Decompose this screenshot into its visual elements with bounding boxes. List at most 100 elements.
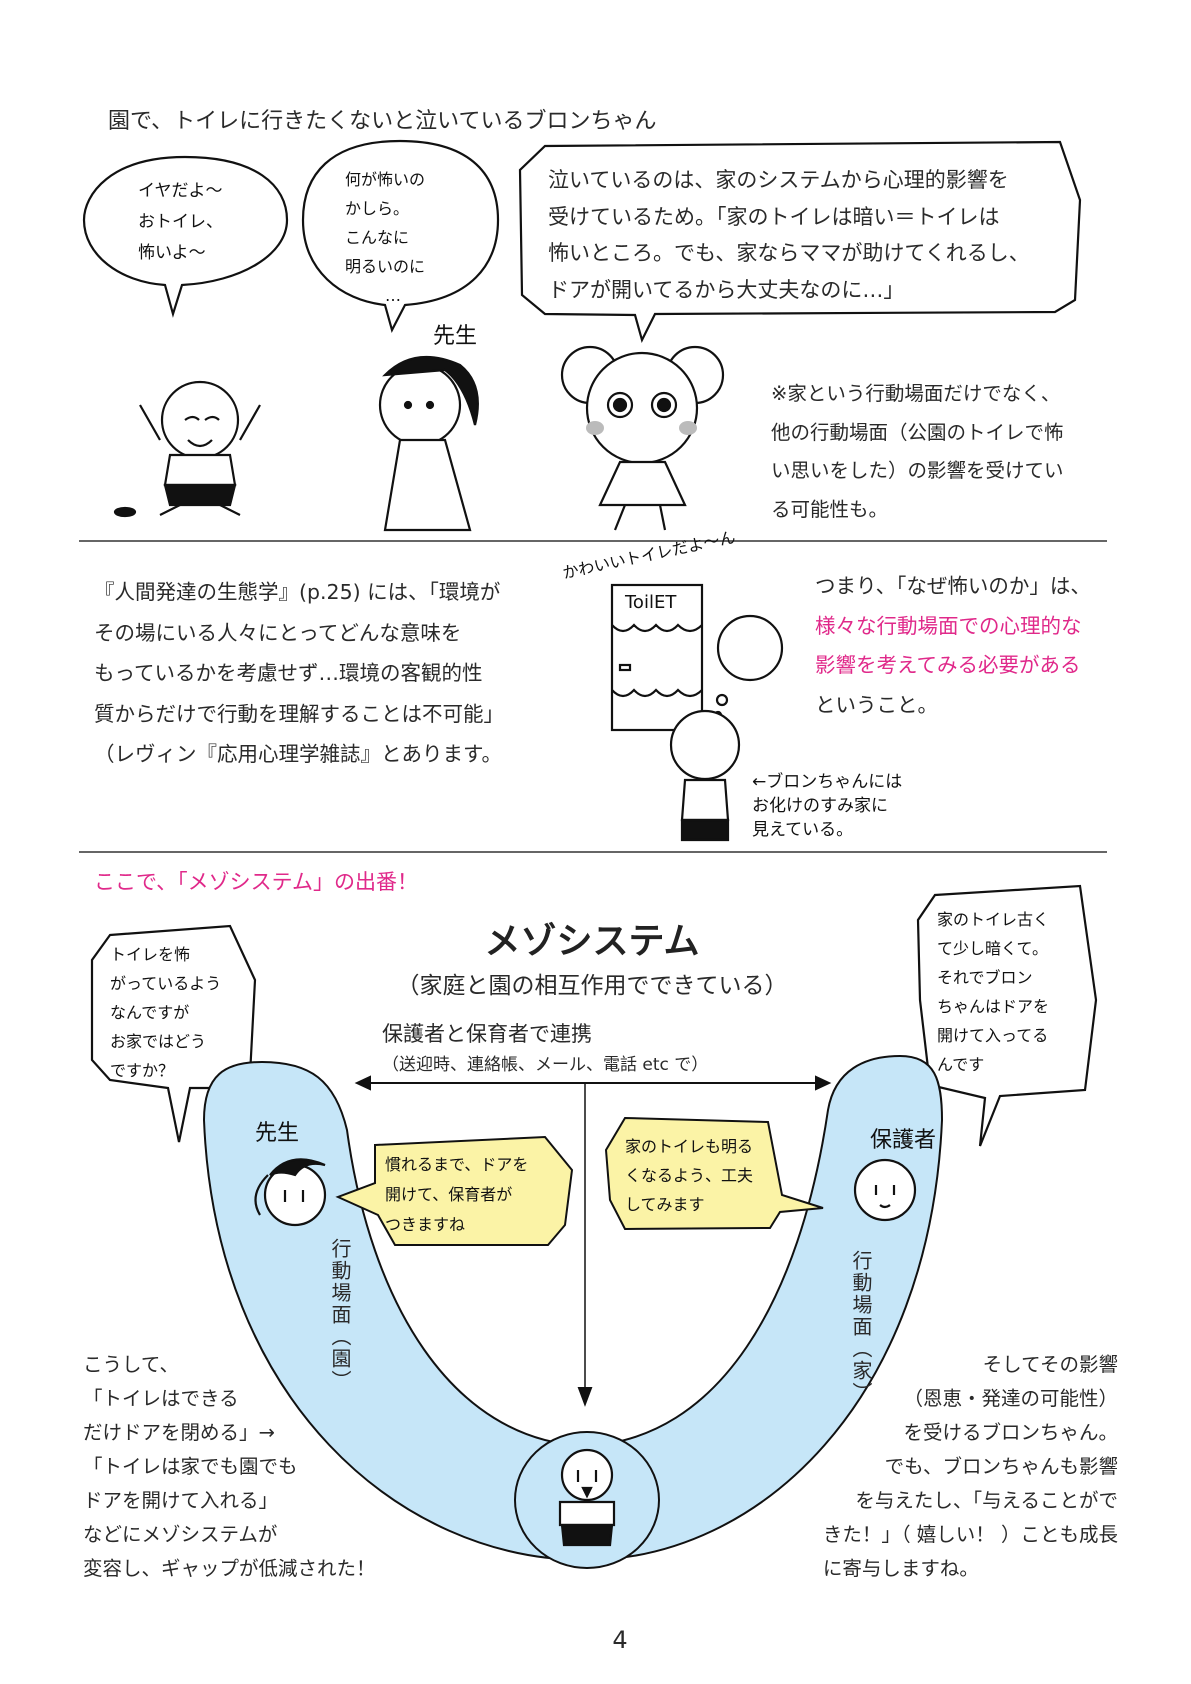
result-left-text: こうして、 「トイレはできる だけドアを閉める」→ 「トイレは家でも園でも ドア… [83, 1348, 376, 1586]
bron-caption: ←ブロンちゃんには お化けのすみ家に 見えている。 [752, 770, 902, 842]
speech-line: ですか？ [110, 1061, 175, 1080]
citation-line: （レヴィン『応用心理学雑誌』とあります。 [94, 742, 502, 766]
citation-line: 質からだけで行動を理解することは不可能」 [94, 701, 504, 726]
setting-school-label: 行動場面（園） [328, 1238, 352, 1392]
speech-line: んです [937, 1055, 985, 1074]
conclusion-highlight-line: 影響を考えてみる必要がある [815, 653, 1081, 677]
teacher-illustration [378, 355, 479, 532]
note-line: ※家という行動場面だけでなく、 [771, 382, 1061, 405]
result-line: でも、ブロンちゃんも影響 [884, 1455, 1118, 1478]
result-line: （恩恵・発達の可能性） [903, 1387, 1118, 1410]
result-line: 「トイレは家でも園でも [83, 1455, 298, 1478]
parent-label-diagram: 保護者 [870, 1128, 937, 1153]
result-line: 「トイレはできる [83, 1387, 239, 1410]
conclusion-line: つまり、「なぜ怖いのか」は、 [815, 574, 1091, 598]
speech-line: くなるよう、工夫 [625, 1166, 754, 1185]
arrow-head-left [354, 1075, 371, 1091]
speech-line: お家ではどう [110, 1032, 207, 1051]
parent-head-illustration [853, 1158, 917, 1222]
parent-answer-text: 家のトイレ古く て少し暗くて。 それでブロン ちゃんはドアを 開けて入ってる ん… [937, 905, 1049, 1079]
diagram-title: メゾシステム [484, 921, 700, 962]
speech-line: 家のトイレも明る [625, 1137, 754, 1156]
speech-line: 何が怖いの [345, 170, 426, 189]
diagram-subtitle: （家庭と園の相互作用でできている） [396, 973, 788, 999]
speech-line: がっているよう [110, 974, 222, 993]
teacher-question-text: トイレを怖 がっているよう なんですが お家ではどう ですか？ [110, 940, 221, 1085]
speech-line: 慣れるまで、ドアを [385, 1155, 529, 1174]
result-line: ドアを開けて入れる」 [83, 1489, 279, 1512]
result-right-text: そしてその影響 （恩恵・発達の可能性） を受けるブロンちゃん。 でも、ブロンちゃ… [823, 1348, 1118, 1586]
speech-line: それでブロン [937, 968, 1033, 987]
toilet-door-illustration [610, 583, 784, 842]
narration-text: 泣いているのは、家のシステムから心理的影響を 受けているため。「家のトイレは暗い… [548, 162, 1030, 308]
result-line: などにメゾシステムが [83, 1523, 278, 1546]
teacher-offer-text: 慣れるまで、ドアを 開けて、保育者が つきますね [385, 1150, 528, 1240]
conclusion-text: つまり、「なぜ怖いのか」は、 様々な行動場面での心理的な 影響を考えてみる必要が… [815, 567, 1091, 725]
section3-heading: ここで、「メゾシステム」の出番！ [94, 870, 419, 894]
crying-child-illustration [113, 380, 261, 518]
parent-offer-text: 家のトイレも明る くなるよう、工夫 してみます [625, 1132, 753, 1219]
conclusion-highlight-line: 様々な行動場面での心理的な [815, 613, 1082, 638]
speech-line: かしら。 [345, 199, 410, 218]
speech-line: おトイレ、 [138, 212, 223, 232]
speech-line: 怖いよ〜 [138, 243, 206, 263]
citation-line: 『人間発達の生態学』(p.25) には、「環境が [94, 580, 501, 604]
parent-answer-bubble [916, 884, 1098, 1147]
narration-line: 怖いところ。でも、家ならママが助けてくれるし、 [548, 241, 1030, 265]
setting-home-label: 行動場面（家） [849, 1250, 873, 1404]
teacher-speech-bubble [301, 139, 500, 333]
speech-line: つきますね [385, 1215, 466, 1234]
result-line: そしてその影響 [982, 1353, 1118, 1376]
parent-offer-bubble [604, 1116, 824, 1231]
citation-text: 『人間発達の生態学』(p.25) には、「環境が その場にいる人々にとってどんな… [94, 572, 504, 775]
narration-line: ドアが開いてるから大丈夫なのに…」 [548, 277, 905, 302]
narration-line: 受けているため。「家のトイレは暗い＝トイレは [548, 204, 1000, 229]
speech-line: イヤだよ〜 [138, 181, 223, 201]
teacher-head-illustration [254, 1158, 327, 1227]
toilet-sign: ToilET [625, 592, 677, 613]
speech-line: … [385, 286, 401, 305]
citation-line: もっているかを考慮せず…環境の客観的性 [94, 661, 483, 685]
result-line: を与えたし、「与えることがで [855, 1489, 1118, 1512]
speech-line: 明るいのに [345, 257, 426, 276]
speech-line: なんですが [110, 1003, 190, 1022]
citation-line: その場にいる人々にとってどんな意味を [94, 620, 462, 645]
result-line: を受けるブロンちゃん。 [903, 1421, 1118, 1444]
note-line: い思いをした）の影響を受けてい [771, 459, 1064, 482]
link-label: 保護者と保育者で連携 [382, 1022, 592, 1046]
speech-line: こんなに [345, 228, 410, 247]
speech-line: してみます [625, 1195, 705, 1214]
arrow-head-down [577, 1387, 593, 1407]
note-text: ※家という行動場面だけでなく、 他の行動場面（公園のトイレで怖 い思いをした）の… [771, 375, 1064, 529]
note-line: る可能性も。 [771, 497, 889, 521]
teacher-offer-bubble [335, 1135, 574, 1246]
teacher-label: 先生 [433, 324, 478, 349]
result-line: に寄与しますね。 [822, 1557, 979, 1580]
caption-line: ←ブロンちゃんには [752, 772, 903, 792]
note-line: 他の行動場面（公園のトイレで怖 [771, 420, 1064, 444]
bron-chan-illustration [558, 1448, 616, 1547]
speech-line: 開けて、保育者が [385, 1185, 513, 1204]
speech-line: トイレを怖 [110, 945, 191, 964]
speech-line: 開けて入ってる [937, 1026, 1049, 1045]
speech-line: て少し暗くて。 [937, 939, 1049, 958]
narration-line: 泣いているのは、家のシステムから心理的影響を [548, 168, 1009, 192]
caption-line: 見えている。 [752, 820, 854, 840]
teacher-label-diagram: 先生 [255, 1121, 300, 1146]
child-speech-text: イヤだよ〜 おトイレ、 怖いよ〜 [138, 176, 223, 269]
speech-line: 家のトイレ古く [937, 910, 1050, 929]
page-number: 4 [612, 1626, 628, 1654]
result-line: だけドアを閉める」→ [83, 1421, 275, 1444]
result-line: 変容し、ギャップが低減された！ [83, 1557, 376, 1580]
link-sublabel: （送迎時、連絡帳、メール、電話 etc で） [382, 1055, 709, 1075]
result-line: こうして、 [83, 1353, 179, 1376]
arrow-head-right [815, 1075, 832, 1091]
conclusion-line: ということ。 [815, 692, 938, 717]
narration-bubble [518, 140, 1082, 344]
result-line: きた！」（ 嬉しい！ ）ことも成長 [822, 1523, 1118, 1546]
caption-line: お化けのすみ家に [752, 796, 888, 816]
section1-title: 園で、トイレに行きたくないと泣いているブロンちゃん [108, 109, 657, 134]
teacher-speech-text: 何が怖いの かしら。 こんなに 明るいのに … [345, 165, 425, 310]
